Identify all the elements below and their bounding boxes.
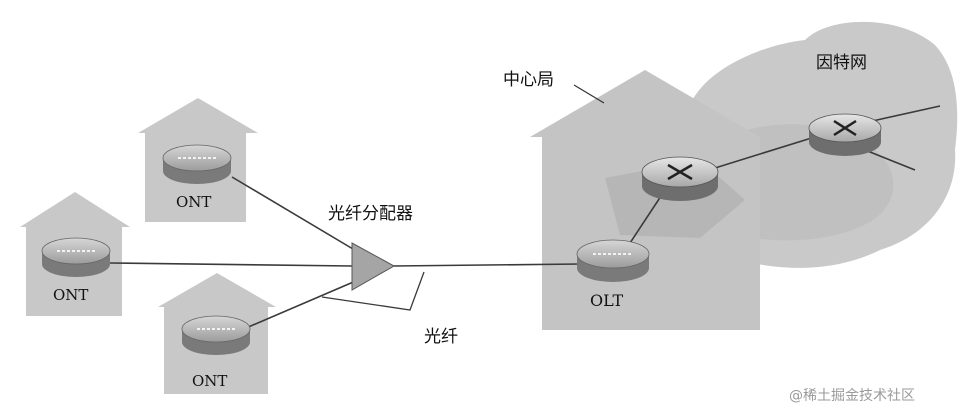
internet-label: 因特网 <box>816 53 867 73</box>
central-office-pointer <box>573 84 605 104</box>
router-icon <box>641 156 719 201</box>
link-router-router <box>714 135 819 169</box>
optical-splitter-icon <box>351 242 396 291</box>
ont-device-left-icon <box>41 237 111 277</box>
router-icon <box>808 113 882 156</box>
olt-device-icon <box>576 239 650 282</box>
fiber-link-ont-bottom <box>245 279 359 329</box>
link-olt-router <box>627 189 666 247</box>
fiber-link-ont-top <box>231 176 359 253</box>
ont-bottom-label: ONT <box>192 372 227 390</box>
splitter-label: 光纤分配器 <box>328 204 413 224</box>
internet-uplink-1 <box>867 105 941 123</box>
ont-device-bottom-icon <box>181 315 251 355</box>
ont-left-label: ONT <box>53 286 88 304</box>
ont-top-label: ONT <box>176 193 211 211</box>
olt-label: OLT <box>590 291 623 310</box>
ont-device-top-icon <box>162 144 232 184</box>
fiber-link-ont-left <box>109 262 353 267</box>
fiber-label: 光纤 <box>424 327 458 347</box>
fiber-pointer-lines <box>321 271 425 311</box>
watermark: @稀土掘金技术社区 <box>789 388 915 404</box>
central-office-label: 中心局 <box>503 70 554 90</box>
fiber-link-olt <box>392 263 581 267</box>
